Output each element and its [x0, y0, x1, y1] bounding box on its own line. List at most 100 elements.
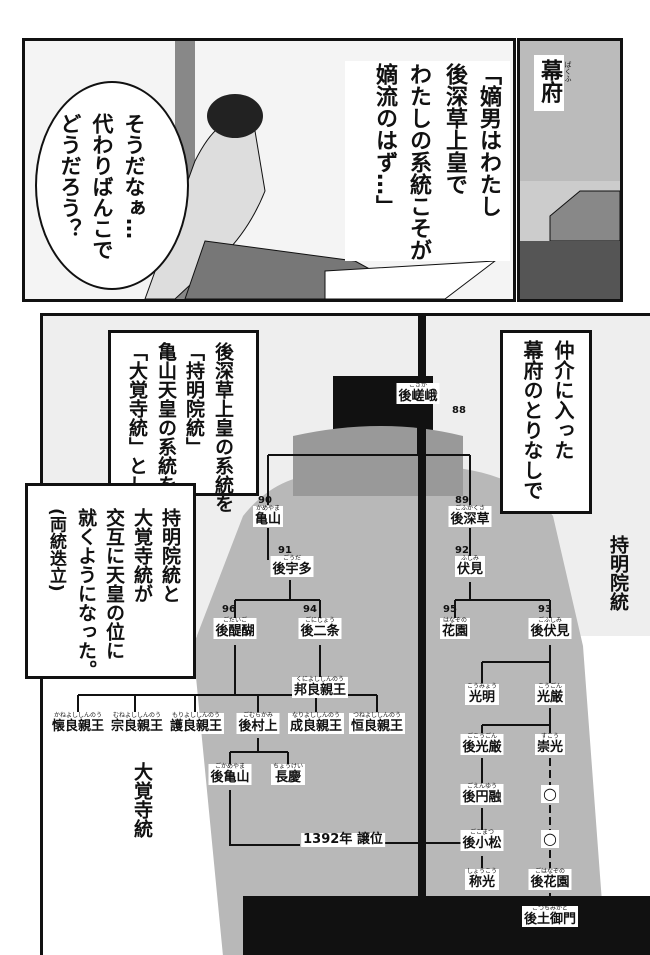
speech-bubble-left [35, 81, 189, 290]
node-goenyu: ごえんゆう後円融 [460, 783, 504, 805]
reign-number: 88 [452, 405, 466, 416]
narration-line: 交互に天皇の位に [103, 508, 125, 660]
name: 光明 [468, 689, 496, 705]
name: 護良親王 [169, 718, 223, 734]
reading: ごだいご [222, 617, 248, 624]
narration-line: (両統迭立) [46, 508, 66, 592]
node-kuniyoshi: くによししんのう邦良親王 [291, 676, 349, 698]
narration-box-2 [25, 483, 196, 679]
narration-line: 就くようになった。 [75, 508, 97, 679]
reading: ごふしみ [537, 617, 563, 624]
node-gotsuchimikado: ごつちみかど後土御門 [521, 905, 579, 927]
name: 後光厳 [462, 739, 502, 755]
name: 後宇多 [272, 561, 312, 577]
narration-line: 幕府のとりなしで [520, 340, 544, 500]
abdication-label: 1392年 譲位 [301, 832, 385, 848]
speech-line: わたしの系統こそが [406, 63, 431, 261]
reading: なりよししんのう [291, 712, 341, 719]
narration-line: 仲介に入った [551, 340, 575, 460]
narration-line: 持明院統と [159, 508, 181, 603]
name: 後伏見 [530, 623, 570, 639]
node-muneyoshi: むねよししんのう宗良親王 [108, 712, 166, 734]
node-kaneyoshi: かねよししんのう懐良親王 [49, 712, 107, 734]
node-gokomatsu: ごこまつ後小松 [460, 829, 504, 851]
name: 成良親王 [289, 718, 343, 734]
speech-line: そうだなぁ… [122, 113, 146, 239]
name: 亀山 [254, 511, 282, 527]
reading: ごこうごん [466, 733, 498, 740]
name: 後土御門 [523, 911, 577, 927]
reading: もりよししんのう [171, 712, 221, 719]
reading: ちょうけい [272, 763, 304, 770]
name: 後深草 [450, 511, 490, 527]
narration-line: 後深草上皇の系統を [212, 342, 234, 513]
speech-area-right [345, 61, 510, 261]
circle-placeholder: ○ [543, 784, 557, 803]
node-gofushimi: ごふしみ後伏見 [528, 617, 572, 639]
node-gohanazono: ごはなぞの後花園 [528, 868, 572, 890]
node-tsuneyoshi: つねよししんのう恒良親王 [348, 712, 406, 734]
reading: ごこまつ [469, 829, 495, 836]
node-kameyama: かめやま亀山 [252, 505, 284, 527]
speech-line: 嫡流のはず…」 [372, 63, 397, 217]
reading: ごかめやま [214, 763, 246, 770]
reign-number: 91 [278, 545, 292, 556]
reading: ごうだ [282, 555, 302, 562]
node-gokogon: ごこうごん後光厳 [460, 733, 504, 755]
node-gomurakami: ごむらかみ後村上 [236, 712, 280, 734]
reign-number: 90 [258, 495, 272, 506]
reign-number: 92 [455, 545, 469, 556]
top-panel: そうだなぁ… 代わりばんこで どうだろう？ 「嫡男はわたし 後深草上皇で わたし… [22, 38, 516, 302]
node-suko: すこう崇光 [534, 733, 566, 755]
node-shoko: しょうこう称光 [464, 868, 500, 890]
node-gosaga: ごさが後嵯峨 [396, 382, 440, 404]
caption-box [534, 55, 564, 111]
name: 宗良親王 [110, 718, 164, 734]
narration-line: 亀山天皇の系統を [155, 342, 177, 494]
node-gokameyama: ごかめやま後亀山 [208, 763, 252, 785]
reading: かめやま [255, 505, 281, 512]
name: 後村上 [238, 718, 278, 734]
name: 後醍醐 [215, 623, 255, 639]
node-gofukakusa: ごふかくさ後深草 [448, 505, 492, 527]
node-unknown-2: ○ [541, 830, 559, 848]
name: 長慶 [274, 769, 302, 785]
reading: ごはなぞの [534, 868, 566, 875]
speech-line: 「嫡男はわたし [476, 63, 501, 217]
name: 花園 [441, 623, 469, 639]
label-jimyoin-lineage: 持明院統 [607, 535, 629, 611]
reading: しょうこう [466, 868, 498, 875]
node-fushimi: ふしみ伏見 [454, 555, 486, 577]
node-gonijo: ごにじょう後二条 [298, 617, 342, 639]
name: 後嵯峨 [398, 388, 438, 404]
node-godaigo: ごだいご後醍醐 [213, 617, 257, 639]
name: 称光 [468, 874, 496, 890]
narration-line: 大覚寺統が [131, 508, 153, 603]
reign-number: 96 [222, 604, 236, 615]
reading: つねよししんのう [352, 712, 402, 719]
reading: ごむらかみ [242, 712, 274, 719]
reading: ふしみ [460, 555, 480, 562]
name: 後花園 [530, 874, 570, 890]
name: 後小松 [462, 835, 502, 851]
node-gouda: ごうだ後宇多 [270, 555, 314, 577]
reading: ごさが [408, 382, 428, 389]
reading: むねよししんのう [112, 712, 162, 719]
node-komyo: こうみょう光明 [464, 683, 500, 705]
caption-bakufu: 幕府 [537, 59, 562, 103]
node-moriyoshi: もりよししんのう護良親王 [167, 712, 225, 734]
side-panel-bakufu: 幕府 ばくふ [517, 38, 623, 302]
reading: ごえんゆう [466, 783, 498, 790]
reading: ごふかくさ [454, 505, 486, 512]
label-daikakuji-lineage: 大覚寺統 [131, 762, 153, 838]
reading: はなぞの [442, 617, 468, 624]
reign-number: 89 [455, 495, 469, 506]
name: 後円融 [462, 789, 502, 805]
name: 後二条 [300, 623, 340, 639]
narration-line: 「持明院統」 [183, 342, 205, 456]
node-kogon: こうごん光厳 [534, 683, 566, 705]
node-hanazono: はなぞの花園 [439, 617, 471, 639]
reading: すこう [540, 733, 560, 740]
name: 崇光 [536, 739, 564, 755]
